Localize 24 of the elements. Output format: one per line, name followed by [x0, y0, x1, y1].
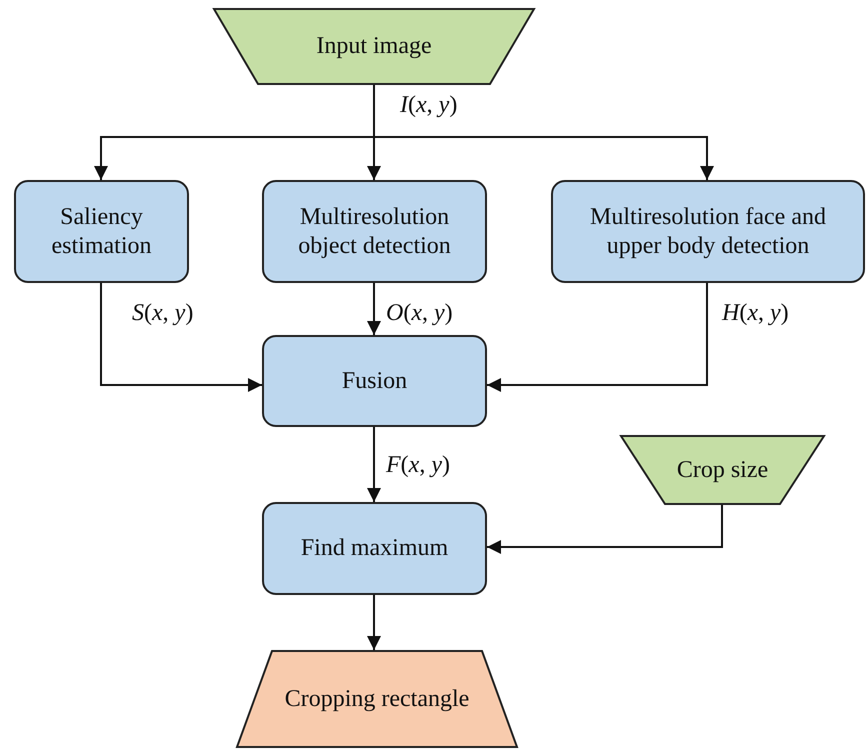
edge-label: O(x, y) — [386, 300, 453, 327]
node-label: Saliency estimation — [50, 202, 152, 260]
node-label: Fusion — [342, 366, 408, 396]
edge-label: S(x, y) — [132, 300, 194, 327]
arrow — [367, 595, 381, 650]
node-label: Multiresolution face and upper body detection — [589, 202, 827, 260]
process-box — [262, 502, 487, 595]
process-box — [262, 335, 487, 427]
process-box — [262, 180, 487, 283]
process-box — [14, 180, 189, 283]
node-label: Multiresolution object detection — [297, 202, 452, 260]
node-label: Cropping rectangle — [284, 684, 470, 714]
node-label: Find maximum — [300, 534, 448, 563]
arrow — [100, 283, 262, 392]
edge-label: F(x, y) — [386, 452, 450, 479]
arrow — [367, 427, 381, 502]
arrow — [487, 283, 708, 392]
arrow — [367, 283, 381, 335]
edge-label: I(x, y) — [400, 92, 458, 119]
node-label: Crop size — [676, 456, 768, 484]
arrow — [487, 505, 723, 554]
process-box — [551, 180, 865, 283]
edge-label: H(x, y) — [722, 300, 789, 327]
node-label: Input image — [316, 32, 432, 61]
